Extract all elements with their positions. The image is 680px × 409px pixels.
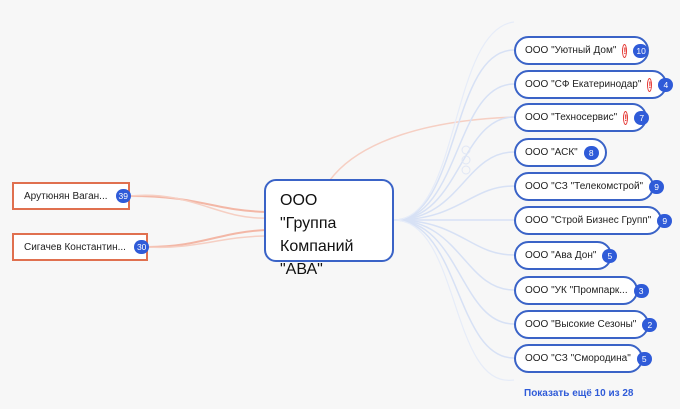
center-title-line: "АВА": [280, 261, 323, 278]
person-name: Арутюнян Ваган...: [24, 190, 108, 202]
center-title-line: Компаний: [280, 238, 354, 255]
company-count-badge: 5: [602, 248, 618, 263]
person-node[interactable]: Арутюнян Ваган... 39: [12, 182, 131, 210]
company-node[interactable]: ООО "СЗ "Телекомстрой" 9: [514, 172, 665, 201]
person-node[interactable]: Сигачев Константин... 30: [12, 233, 149, 261]
company-name: ООО "Высокие Сезоны": [525, 319, 637, 330]
warning-icon: !: [623, 110, 629, 125]
company-name: ООО "Уютный Дом": [525, 45, 617, 56]
company-name: ООО "СФ Екатеринодар": [525, 79, 642, 90]
company-node[interactable]: ООО "СЗ "Смородина" 5: [514, 344, 652, 373]
company-node[interactable]: ООО "АСК" 8: [514, 138, 607, 167]
person-name: Сигачев Константин...: [24, 241, 126, 253]
company-count-badge: 4: [658, 77, 674, 92]
warning-icon: !: [622, 43, 628, 58]
company-count-badge: 2: [642, 317, 658, 332]
company-count-badge: 7: [634, 110, 650, 125]
company-count-badge: 5: [636, 351, 652, 366]
company-node[interactable]: ООО "УК "Промпарк... 3: [514, 276, 649, 305]
company-name: ООО "УК "Промпарк...: [525, 285, 628, 296]
company-name: ООО "Техносервис": [525, 112, 618, 123]
company-count-badge: 8: [583, 145, 599, 160]
person-count-badge: 30: [133, 240, 149, 254]
company-node[interactable]: ООО "Высокие Сезоны" 2: [514, 310, 658, 339]
company-name: ООО "АСК": [525, 147, 578, 158]
company-node[interactable]: ООО "Техносервис" ! 7: [514, 103, 650, 132]
company-node[interactable]: ООО "СФ Екатеринодар" ! 4: [514, 70, 674, 99]
company-count-badge: 9: [649, 179, 665, 194]
company-count-badge: 9: [657, 213, 673, 228]
company-name: ООО "Строй Бизнес Групп": [525, 215, 652, 226]
center-title-line: ООО "Группа: [280, 192, 337, 232]
company-node[interactable]: ООО "Строй Бизнес Групп" 9: [514, 206, 673, 235]
company-name: ООО "Ава Дон": [525, 250, 597, 261]
company-count-badge: 10: [633, 43, 649, 58]
center-company-node[interactable]: ООО "Группа Компаний "АВА": [264, 179, 394, 278]
person-count-badge: 39: [115, 189, 131, 203]
company-node[interactable]: ООО "Ава Дон" 5: [514, 241, 618, 270]
company-node[interactable]: ООО "Уютный Дом" ! 10: [514, 36, 649, 65]
warning-icon: !: [647, 77, 653, 92]
company-name: ООО "СЗ "Смородина": [525, 353, 631, 364]
company-count-badge: 3: [633, 283, 649, 298]
company-name: ООО "СЗ "Телекомстрой": [525, 181, 644, 192]
show-more-link[interactable]: Показать ещё 10 из 28: [524, 388, 634, 399]
